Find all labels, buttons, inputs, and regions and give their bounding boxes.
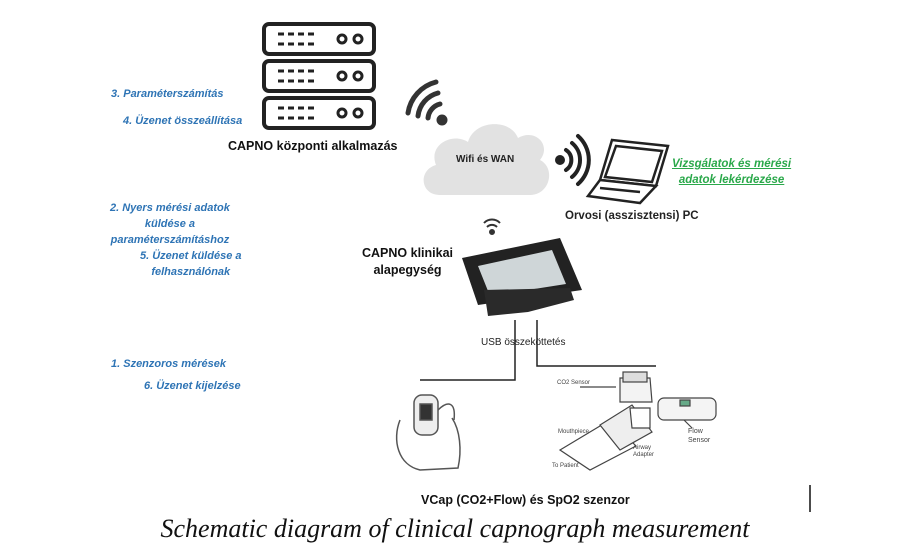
laptop-icon — [585, 138, 670, 205]
airway-label: Airway Adapter — [633, 445, 655, 458]
wifi-icon — [555, 134, 591, 186]
step2-line1: 2. Nyers mérési adatok — [110, 202, 230, 214]
step1-label: 1. Szenzoros mérések — [111, 358, 226, 370]
usb-connection-lines — [420, 320, 656, 381]
step5-line1: 5. Üzenet küldése a — [140, 250, 242, 262]
step3-label: 3. Paraméterszámítás — [111, 88, 224, 100]
wifi-icon — [405, 79, 448, 126]
server-icon — [262, 22, 376, 130]
server-label: CAPNO központi alkalmazás — [228, 139, 398, 153]
figure-caption: Schematic diagram of clinical capnograph… — [160, 514, 750, 543]
clinical-unit-label: CAPNO klinikai alapegység — [362, 245, 453, 279]
cloud-label: Wifi és WAN — [456, 154, 515, 165]
capnography-sensor-icon — [558, 371, 717, 471]
usb-label: USB összeköttetés — [481, 337, 566, 348]
step2-line3: paraméterszámításhoz — [110, 234, 230, 246]
step2-line2: küldése a — [144, 218, 195, 230]
cloud-icon — [423, 124, 550, 195]
wifi-icon — [483, 218, 501, 235]
to-patient-label: To Patient — [552, 463, 579, 469]
pc-label: Orvosi (asszisztensi) PC — [565, 210, 699, 222]
step5-label: 5. Üzenet küldése a felhasználónak — [140, 248, 242, 280]
step5-line2: felhasználónak — [151, 266, 231, 278]
query-link-line2: adatok lekérdezése — [678, 174, 785, 186]
co2-sensor-label: CO2 Sensor — [557, 380, 591, 386]
clinical-unit-device-icon — [462, 238, 582, 316]
step4-label: 4. Üzenet összeállítása — [123, 115, 243, 127]
query-link[interactable]: Vizsgálatok és mérési adatok lekérdezése — [672, 156, 791, 188]
pulse-oximeter-icon — [395, 394, 461, 471]
clinical-unit-line1: CAPNO klinikai — [362, 246, 453, 260]
query-link-line1: Vizsgálatok és mérési — [672, 158, 792, 170]
clinical-unit-line2: alapegység — [373, 263, 442, 277]
sensor-label: VCap (CO2+Flow) és SpO2 szenzor — [421, 493, 630, 507]
mouthpiece-label: Mouthpiece — [558, 429, 590, 435]
flow-sensor-label: Flow Sensor — [688, 428, 711, 444]
step2-label: 2. Nyers mérési adatok küldése a paramét… — [110, 200, 230, 248]
step6-label: 6. Üzenet kijelzése — [144, 380, 241, 392]
